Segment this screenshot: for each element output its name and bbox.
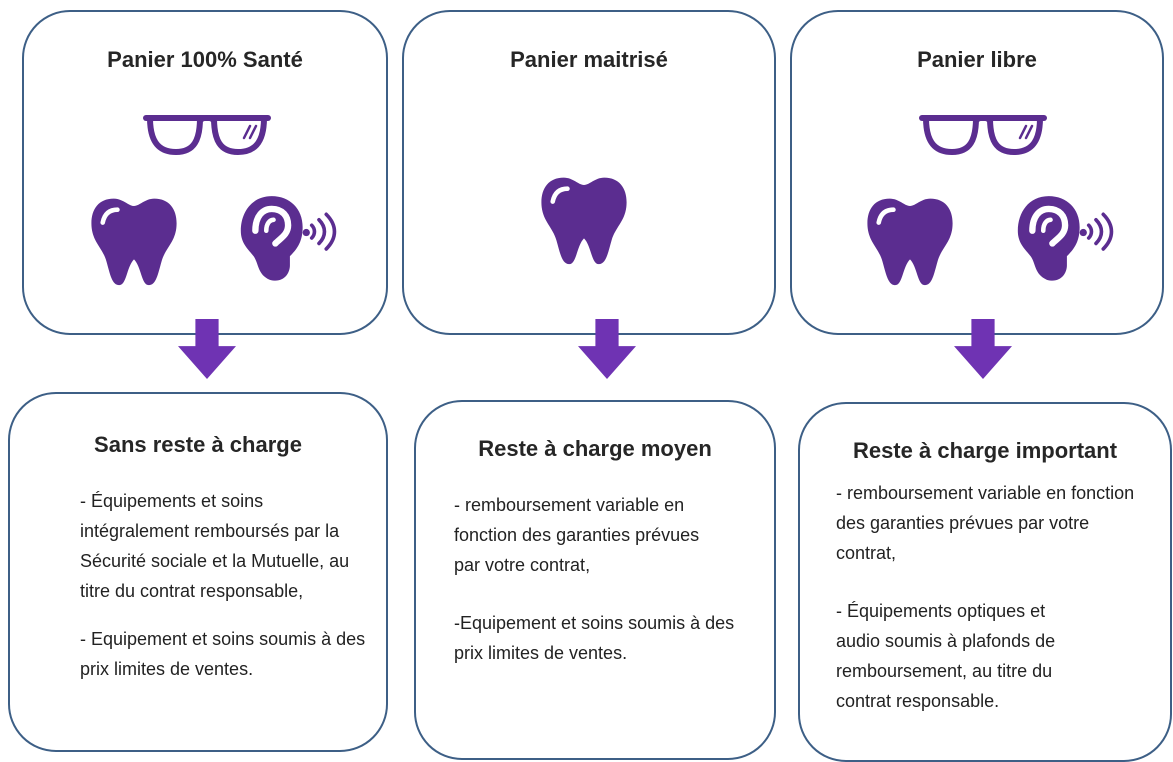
down-arrow-icon <box>954 318 1012 380</box>
result-card-reste-moyen: Reste à charge moyen - remboursement var… <box>414 400 776 760</box>
glasses-icon <box>142 112 272 158</box>
result-title: Sans reste à charge <box>94 432 302 457</box>
result-item: - remboursement variable en fonction des… <box>836 483 1135 563</box>
result-item: - Équipements optiques et audio soumis à… <box>836 601 1056 711</box>
down-arrow-icon <box>578 318 636 380</box>
result-description: - remboursement variable en fonction des… <box>836 478 1156 716</box>
tooth-icon <box>538 174 630 266</box>
basket-title: Panier 100% Santé <box>107 47 303 72</box>
glasses-icon <box>918 112 1048 158</box>
result-item: - Équipements et soins intégralement rem… <box>80 491 350 601</box>
down-arrow-icon <box>178 318 236 380</box>
hearing-icon <box>239 192 339 284</box>
result-card-reste-important: Reste à charge important - remboursement… <box>798 402 1172 762</box>
result-title: Reste à charge important <box>852 438 1118 463</box>
result-item: -Equipement et soins soumis à des prix l… <box>454 613 735 663</box>
result-item: - remboursement variable en fonction des… <box>454 495 700 575</box>
result-item: - Equipement et soins soumis à des prix … <box>80 629 366 679</box>
result-card-sans-reste: Sans reste à charge - Équipements et soi… <box>8 392 388 752</box>
basket-card-libre: Panier libre <box>790 10 1164 335</box>
tooth-icon <box>88 195 180 287</box>
result-description: - remboursement variable en fonction des… <box>454 490 744 668</box>
result-title: Reste à charge moyen <box>478 436 712 461</box>
basket-card-100-sante: Panier 100% Santé <box>22 10 388 335</box>
tooth-icon <box>864 195 956 287</box>
result-description: - Équipements et soins intégralement rem… <box>80 486 370 684</box>
hearing-icon <box>1016 192 1116 284</box>
basket-card-maitrise: Panier maitrisé <box>402 10 776 335</box>
basket-title: Panier maitrisé <box>510 47 668 72</box>
basket-title: Panier libre <box>917 47 1037 72</box>
